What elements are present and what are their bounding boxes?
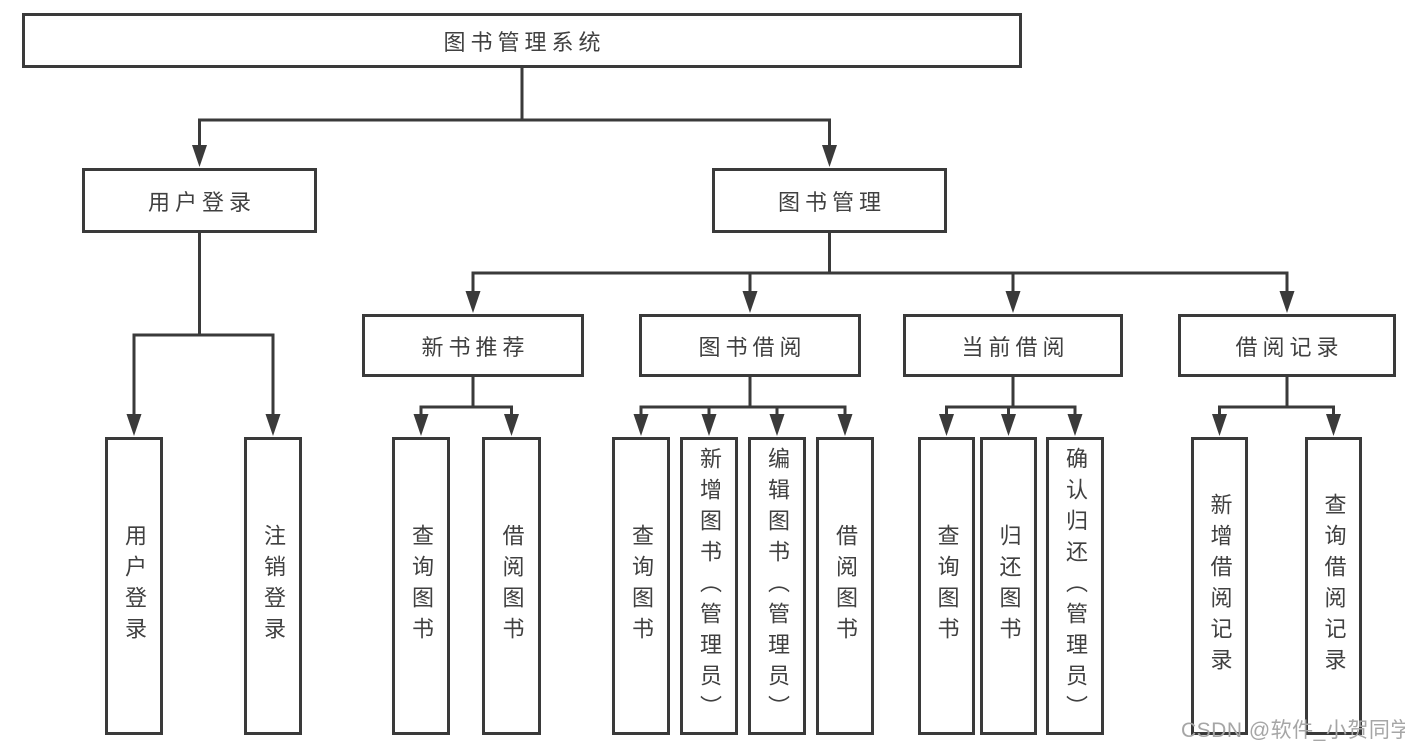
leaf-logout: 注销登录 bbox=[244, 437, 302, 735]
leaf-edit-books-admin: 编辑图书（管理员） bbox=[748, 437, 806, 735]
leaf-query-books-current: 查询图书 bbox=[918, 437, 975, 735]
watermark: CSDN @软件_小贺同学 bbox=[1181, 719, 1405, 742]
node-root: 图书管理系统 bbox=[22, 13, 1022, 68]
leaf-query-borrow-record: 查询借阅记录 bbox=[1305, 437, 1362, 735]
leaf-query-books-borrow: 查询图书 bbox=[612, 437, 670, 735]
node-new-book-recommend: 新书推荐 bbox=[362, 314, 584, 377]
leaf-borrow-books-recommend: 借阅图书 bbox=[482, 437, 541, 735]
node-user-login: 用户登录 bbox=[82, 168, 317, 233]
node-current-borrow: 当前借阅 bbox=[903, 314, 1123, 377]
leaf-borrow-books: 借阅图书 bbox=[816, 437, 874, 735]
leaf-query-books-recommend: 查询图书 bbox=[392, 437, 450, 735]
leaf-add-books-admin: 新增图书（管理员） bbox=[680, 437, 738, 735]
node-borrow-records: 借阅记录 bbox=[1178, 314, 1396, 377]
leaf-add-borrow-record: 新增借阅记录 bbox=[1191, 437, 1248, 735]
leaf-return-books: 归还图书 bbox=[980, 437, 1037, 735]
leaf-user-login: 用户登录 bbox=[105, 437, 163, 735]
node-book-borrow: 图书借阅 bbox=[639, 314, 861, 377]
leaf-confirm-return-admin: 确认归还（管理员） bbox=[1046, 437, 1104, 735]
node-book-management: 图书管理 bbox=[712, 168, 947, 233]
